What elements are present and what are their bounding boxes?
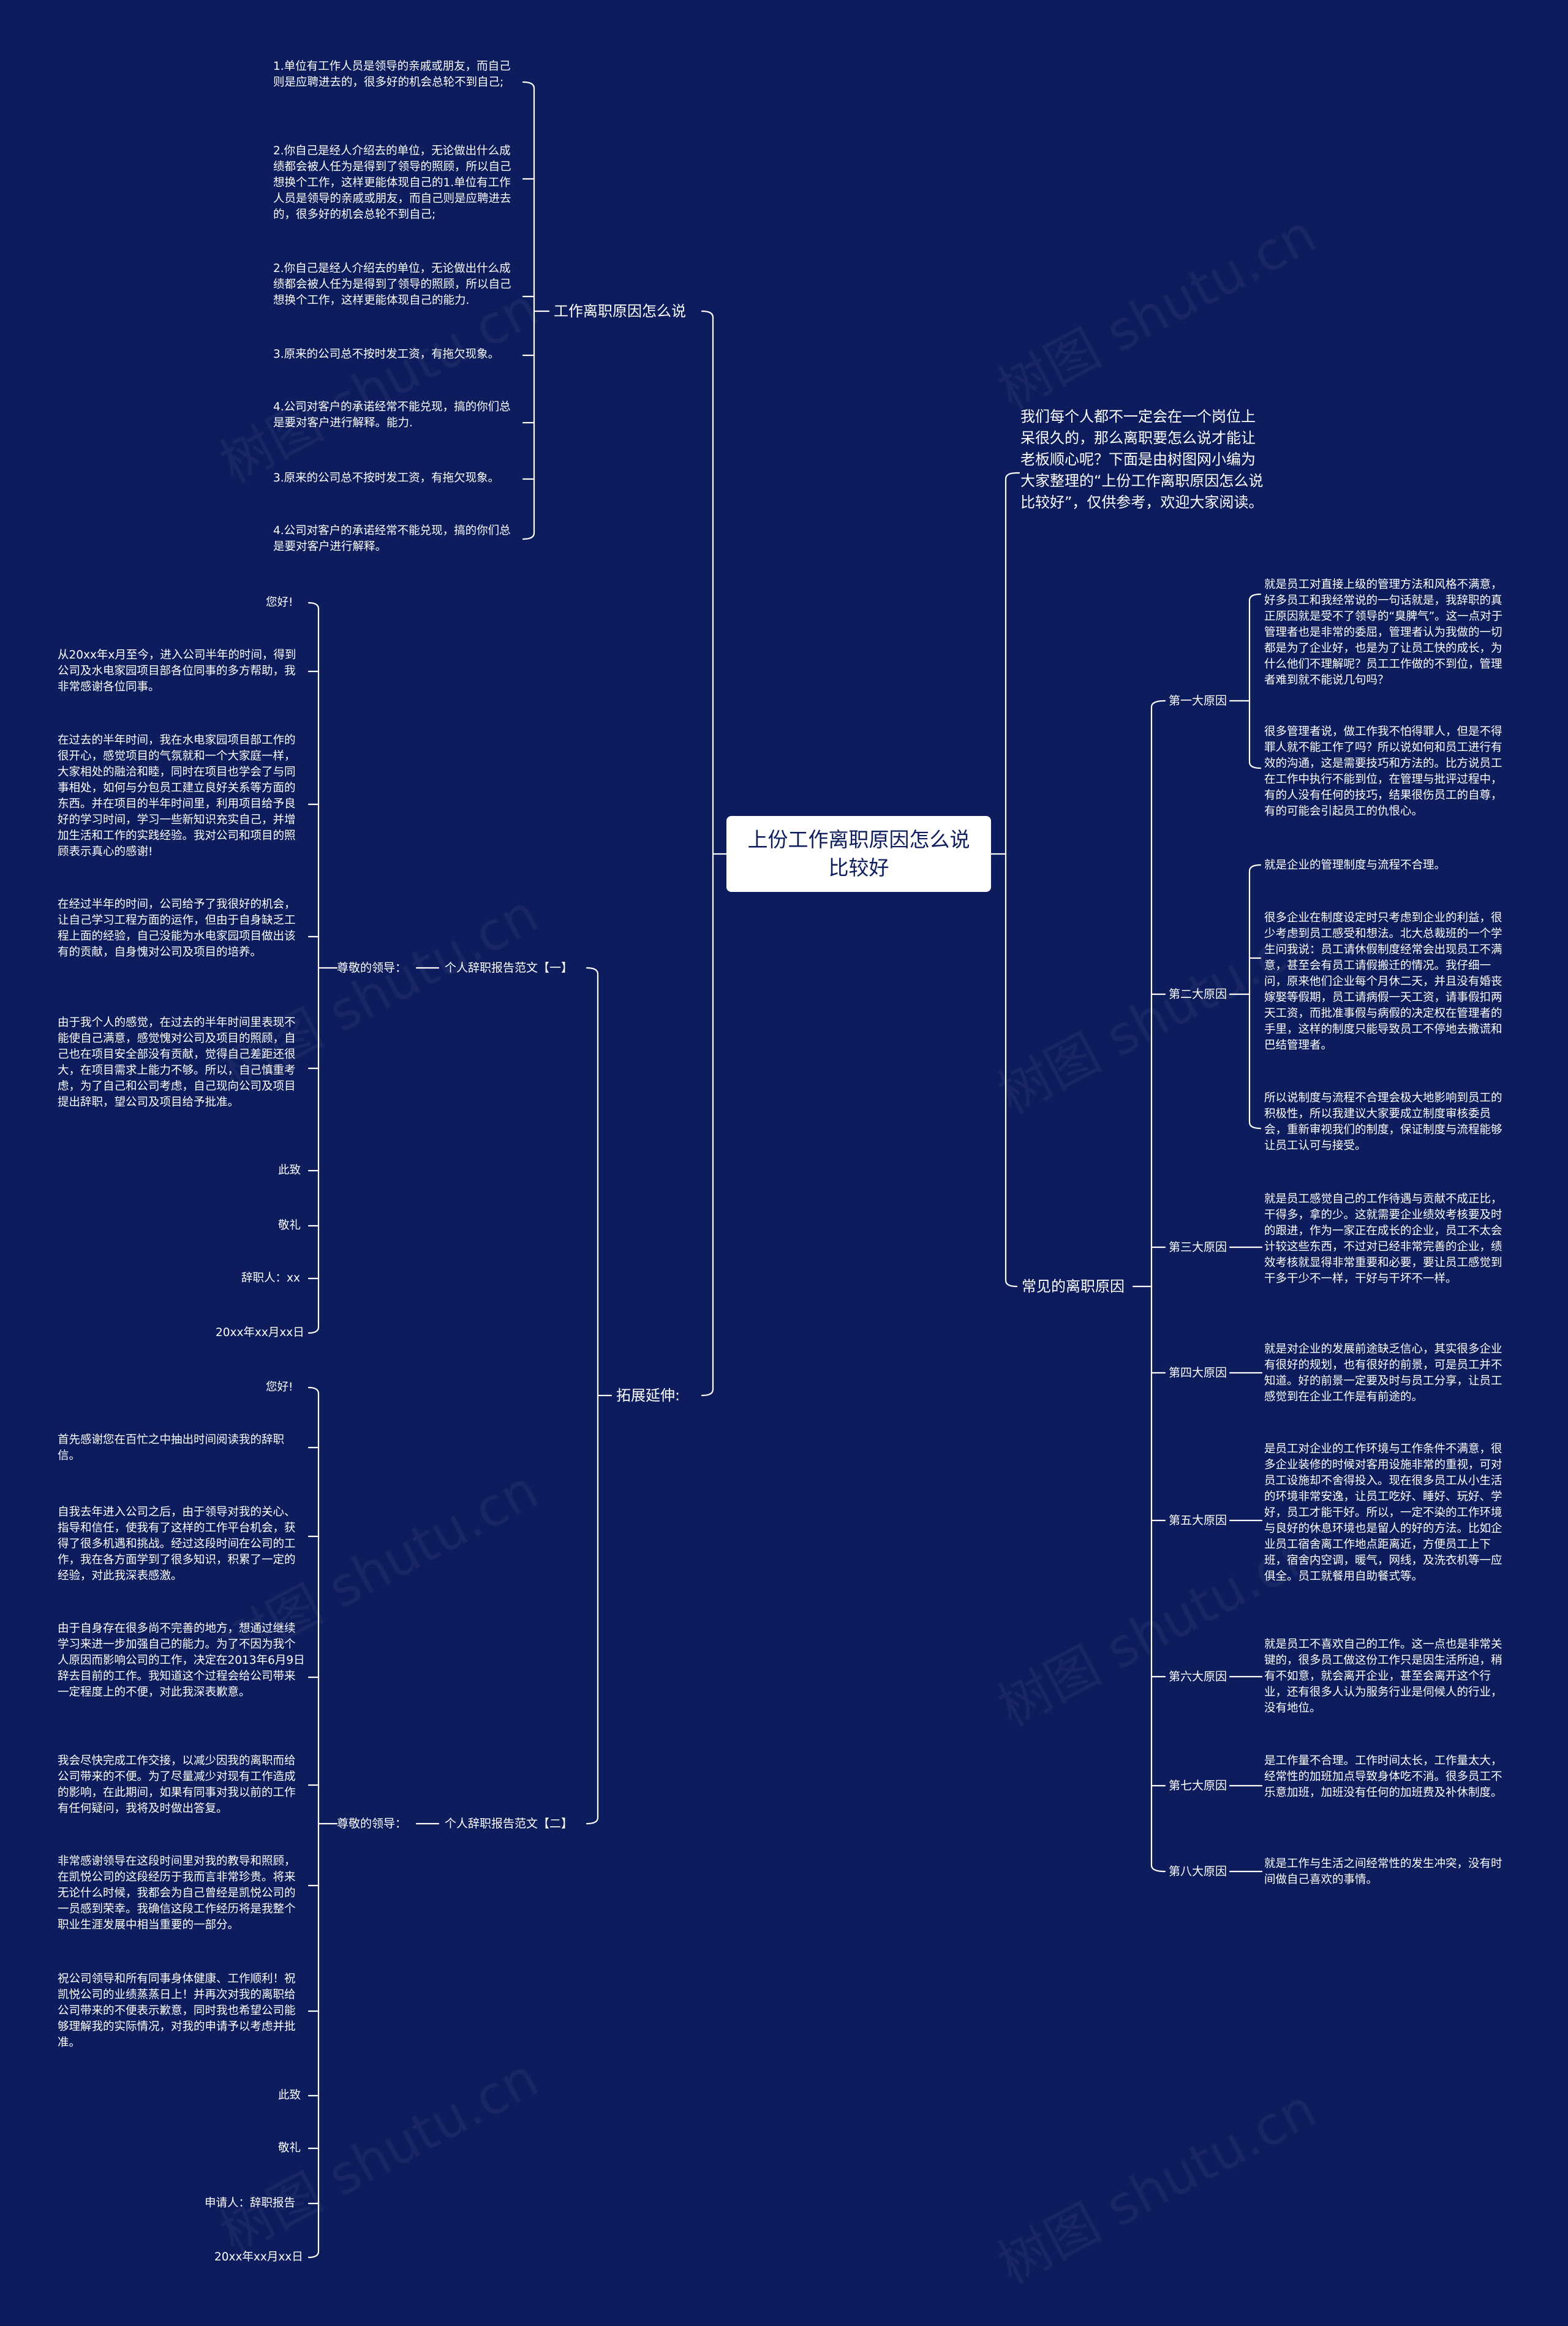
howto-item-2: 2.你自己是经人介绍去的单位，无论做出什么成绩都会被人任为是得到了领导的照顾，所… <box>273 145 511 221</box>
sample2-item-6: 非常感谢领导在这段时间里对我的教导和照顾，在凯悦公司的这段经历于我而言非常珍贵。… <box>58 1855 296 1931</box>
reason-2-text-2: 很多企业在制度设定时只考虑到企业的利益，很少考虑到员工感受和想法。北大总裁班的一… <box>1264 912 1502 1052</box>
reason-1-label[interactable]: 第一大原因 <box>1169 694 1227 708</box>
reason-1-text-2: 很多管理者说，做工作我不怕得罪人，但是不得罪人就不能工作了吗？所以说如何和员工进… <box>1264 725 1502 818</box>
extend-node[interactable]: 拓展延伸: <box>616 1387 680 1404</box>
bracket-spine <box>1005 472 1018 1288</box>
root-title: 上份工作离职原因怎么说比较好 <box>747 828 970 880</box>
reason-3-label[interactable]: 第三大原因 <box>1169 1240 1227 1254</box>
reason-2-text-1: 就是企业的管理制度与流程不合理。 <box>1264 859 1446 872</box>
howto-item-4: 3.原来的公司总不按时发工资，有拖欠现象。 <box>273 348 500 361</box>
sample1-item-7: 敬礼 <box>278 1219 301 1232</box>
reason-5-text: 是员工对企业的工作环境与工作条件不满意，很多企业装修的时候对客用设施非常的重视，… <box>1264 1443 1502 1583</box>
reason-7-text: 是工作量不合理。工作时间太长，工作量太大，经常性的加班加点导致身体吃不消。很多员… <box>1264 1754 1502 1799</box>
sample1-item-3: 在过去的半年时间，我在水电家园项目部工作的很开心，感觉项目的气氛就和一个大家庭一… <box>58 734 296 858</box>
sample2-item-2: 首先感谢您在百忙之中抽出时间阅读我的辞职信。 <box>58 1433 285 1462</box>
sample2-item-4: 由于自身存在很多尚不完善的地方，想通过继续学习来进一步加强自己的能力。为了不因为… <box>58 1622 305 1699</box>
bracket-spine <box>701 310 714 1397</box>
sample1-item-6: 此致 <box>278 1164 301 1177</box>
bracket-spine <box>1248 864 1262 1130</box>
sample2-item-10: 申请人：辞职报告 <box>205 2197 296 2210</box>
sample1-item-5: 由于我个人的感觉，在过去的半年时间里表现不能使自己满意，感觉愧对公司及项目的照顾… <box>58 1016 296 1109</box>
bracket-spine <box>307 1386 320 2259</box>
reason-8-text: 就是工作与生活之间经常性的发生冲突，没有时间做自己喜欢的事情。 <box>1264 1857 1502 1886</box>
bracket-spine <box>586 967 599 1825</box>
sample1-label[interactable]: 个人辞职报告范文【一】 <box>445 961 573 975</box>
intro-node[interactable]: 我们每个人都不一定会在一个岗位上呆很久的，那么离职要怎么说才能让老板顺心呢？下面… <box>1020 408 1264 511</box>
howto-item-1: 1.单位有工作人员是领导的亲戚或朋友，而自己则是应聘进去的，很多好的机会总轮不到… <box>273 60 511 89</box>
sample2-item-5: 我会尽快完成工作交接，以减少因我的离职而给公司带来的不便。为了尽量减少对现有工作… <box>58 1754 296 1815</box>
common-reasons-node[interactable]: 常见的离职原因 <box>1022 1278 1125 1295</box>
sample2-label[interactable]: 个人辞职报告范文【二】 <box>445 1817 573 1830</box>
sample2-item-7: 祝公司领导和所有同事身体健康、工作顺利！祝凯悦公司的业绩蒸蒸日上！并再次对我的离… <box>58 1973 296 2049</box>
howto-node[interactable]: 工作离职原因怎么说 <box>554 303 686 320</box>
howto-item-7: 4.公司对客户的承诺经常不能兑现，搞的你们总是要对客户进行解释。 <box>273 524 511 553</box>
reason-4-label[interactable]: 第四大原因 <box>1169 1366 1227 1380</box>
root-node[interactable]: 上份工作离职原因怎么说比较好 <box>726 816 991 892</box>
sample2-item-9: 敬礼 <box>278 2142 301 2154</box>
reason-6-label[interactable]: 第六大原因 <box>1169 1670 1227 1683</box>
reason-6-text: 就是员工不喜欢自己的工作。这一点也是非常关键的，很多员工做这份工作只是因生活所迫… <box>1264 1638 1502 1715</box>
sample1-item-9: 20xx年xx月xx日 <box>216 1326 304 1339</box>
sample1-item-8: 辞职人：xx <box>241 1272 300 1285</box>
bracket-spine <box>522 81 535 540</box>
howto-item-3: 2.你自己是经人介绍去的单位，无论做出什么成绩都会被人任为是得到了领导的照顾，所… <box>273 262 511 307</box>
bracket-spine <box>1150 700 1166 1873</box>
reason-2-label[interactable]: 第二大原因 <box>1169 987 1227 1001</box>
sample2-item-8: 此致 <box>278 2089 301 2102</box>
sample1-salutation[interactable]: 尊敬的领导： <box>337 961 407 975</box>
bracket-spine <box>1248 593 1262 769</box>
sample2-item-3: 自我去年进入公司之后，由于领导对我的关心、指导和信任，使我有了这样的工作平台机会… <box>58 1506 296 1582</box>
reason-3-text: 就是员工感觉自己的工作待遇与贡献不成正比，干得多，拿的少。这就需要企业绩效考核要… <box>1264 1193 1502 1285</box>
sample2-salutation[interactable]: 尊敬的领导： <box>337 1817 407 1830</box>
sample1-item-2: 从20xx年x月至今，进入公司半年的时间，得到公司及水电家园项目部各位同事的多方… <box>58 649 296 693</box>
reason-8-label[interactable]: 第八大原因 <box>1169 1865 1227 1878</box>
sample1-item-4: 在经过半年的时间，公司给予了我很好的机会，让自己学习工程方面的运作，但由于自身缺… <box>58 898 296 959</box>
howto-item-6: 3.原来的公司总不按时发工资，有拖欠现象。 <box>273 472 500 485</box>
reason-1-text-1: 就是员工对直接上级的管理方法和风格不满意，好多员工和我经常说的一句话就是，我辞职… <box>1264 578 1503 687</box>
howto-item-5: 4.公司对客户的承诺经常不能兑现，搞的你们总是要对客户进行解释。能力. <box>273 401 511 429</box>
reason-2-text-3: 所以说制度与流程不合理会极大地影响到员工的积极性，所以我建议大家要成立制度审核委… <box>1264 1092 1502 1152</box>
reason-4-text: 就是对企业的发展前途缺乏信心，其实很多企业有很好的规划，也有很好的前景，可是员工… <box>1264 1343 1502 1403</box>
reason-7-label[interactable]: 第七大原因 <box>1169 1779 1227 1792</box>
reason-5-label[interactable]: 第五大原因 <box>1169 1514 1227 1527</box>
sample2-item-11: 20xx年xx月xx日 <box>214 2251 303 2264</box>
sample1-item-1: 您好! <box>266 596 293 609</box>
bracket-spine <box>307 602 320 1334</box>
sample2-item-1: 您好! <box>266 1381 293 1394</box>
